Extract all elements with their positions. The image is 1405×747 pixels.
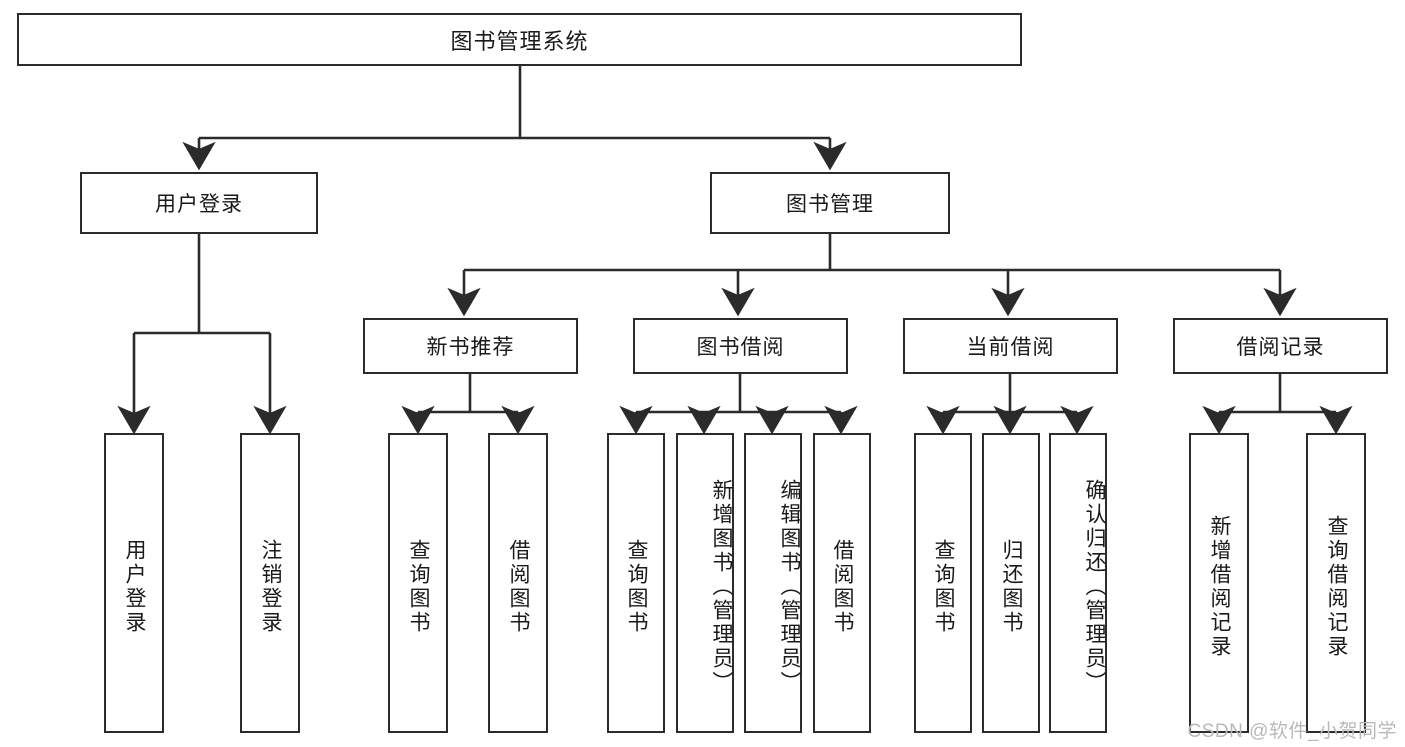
node-current-borrow[interactable]: 当前借阅 (903, 318, 1118, 374)
node-leaf-edit-book-label: 编辑图书（管理员） (778, 479, 801, 695)
node-leaf-query-book-1-label: 查询图书 (407, 539, 431, 635)
node-current-borrow-label: 当前借阅 (966, 336, 1055, 359)
node-new-book-recommend-label: 新书推荐 (426, 336, 515, 359)
node-leaf-return-book-label: 归还图书 (1000, 539, 1024, 635)
node-leaf-confirm-return[interactable]: 确认归还（管理员） (1049, 433, 1107, 733)
node-book-borrow-label: 图书借阅 (696, 336, 785, 359)
node-leaf-borrow-book-2[interactable]: 借阅图书 (813, 433, 871, 733)
node-borrow-record-label: 借阅记录 (1236, 336, 1325, 359)
node-leaf-add-record[interactable]: 新增借阅记录 (1189, 433, 1249, 733)
node-leaf-add-record-label: 新增借阅记录 (1208, 515, 1232, 659)
node-leaf-confirm-return-label: 确认归还（管理员） (1083, 479, 1106, 695)
node-leaf-query-book-2-label: 查询图书 (625, 539, 649, 635)
node-book-management-label: 图书管理 (786, 193, 874, 216)
node-user-login-label: 用户登录 (155, 193, 243, 216)
node-leaf-add-book[interactable]: 新增图书（管理员） (676, 433, 734, 733)
node-leaf-logout-login[interactable]: 注销登录 (240, 433, 300, 733)
node-borrow-record[interactable]: 借阅记录 (1173, 318, 1388, 374)
node-leaf-add-book-label: 新增图书（管理员） (710, 479, 733, 695)
node-root-label: 图书管理系统 (450, 28, 589, 54)
node-leaf-query-book-2[interactable]: 查询图书 (607, 433, 665, 733)
node-root[interactable]: 图书管理系统 (17, 13, 1022, 66)
node-leaf-edit-book[interactable]: 编辑图书（管理员） (744, 433, 802, 733)
node-leaf-logout-login-label: 注销登录 (259, 539, 283, 635)
node-leaf-borrow-book-2-label: 借阅图书 (831, 539, 855, 635)
node-new-book-recommend[interactable]: 新书推荐 (363, 318, 578, 374)
node-leaf-user-login-label: 用户登录 (123, 539, 147, 635)
watermark-text: CSDN @软件_小贺同学 (1187, 721, 1397, 742)
node-leaf-borrow-book-1[interactable]: 借阅图书 (488, 433, 548, 733)
node-leaf-borrow-book-1-label: 借阅图书 (507, 539, 531, 635)
node-leaf-query-book-3[interactable]: 查询图书 (914, 433, 972, 733)
node-leaf-query-record[interactable]: 查询借阅记录 (1306, 433, 1366, 733)
node-leaf-query-record-label: 查询借阅记录 (1325, 515, 1349, 659)
node-book-management[interactable]: 图书管理 (710, 172, 950, 234)
node-leaf-query-book-3-label: 查询图书 (932, 539, 956, 635)
node-book-borrow[interactable]: 图书借阅 (633, 318, 848, 374)
node-leaf-user-login[interactable]: 用户登录 (104, 433, 164, 733)
node-leaf-query-book-1[interactable]: 查询图书 (388, 433, 448, 733)
node-user-login[interactable]: 用户登录 (80, 172, 318, 234)
node-leaf-return-book[interactable]: 归还图书 (982, 433, 1040, 733)
